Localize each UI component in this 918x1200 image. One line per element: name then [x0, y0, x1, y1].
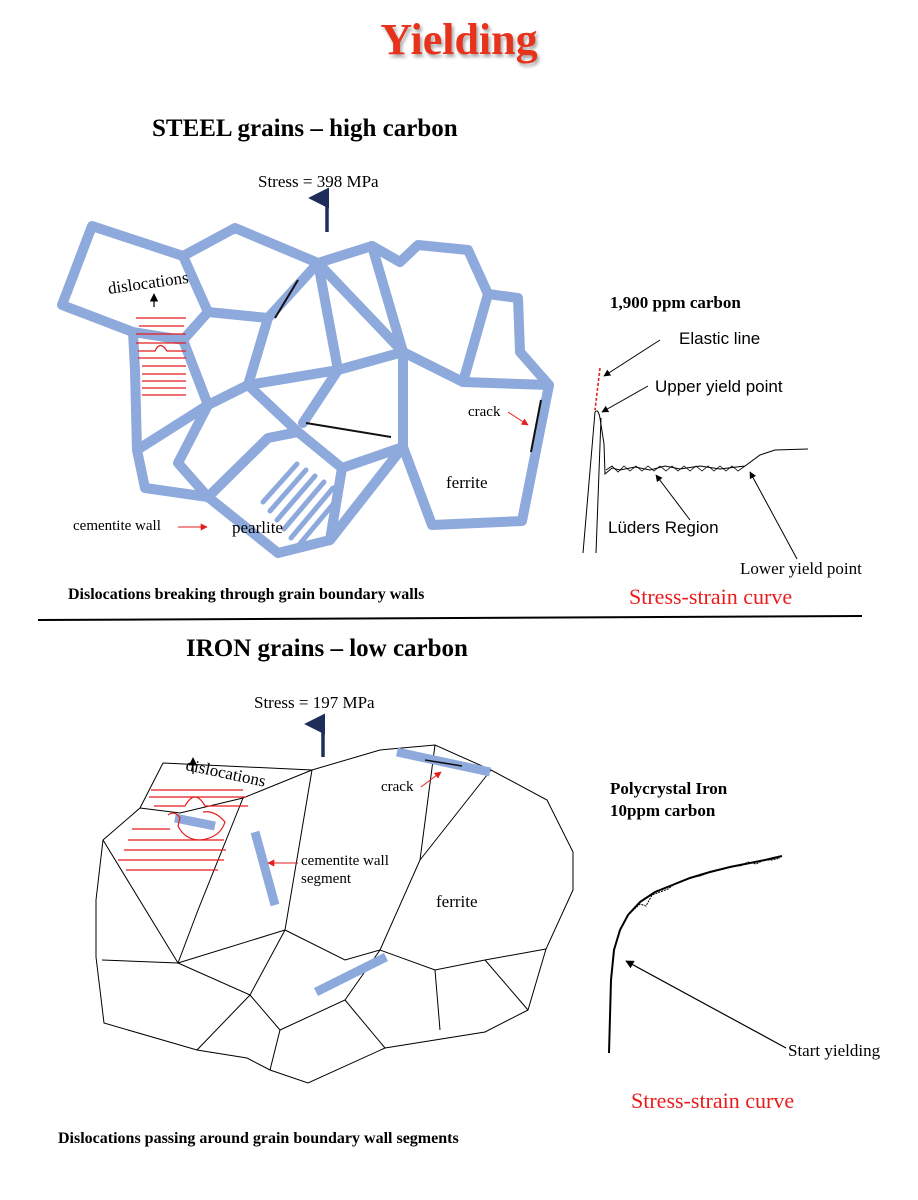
steel-grain-boundary — [367, 241, 408, 357]
luders-label: Lüders Region — [608, 518, 719, 537]
steel-stress-strain-curve — [582, 367, 809, 554]
luders-arrow — [655, 474, 691, 521]
pearlite-lamellae — [260, 461, 343, 549]
elastic-line-label: Elastic line — [679, 329, 761, 348]
steel-grain-boundary — [298, 258, 343, 428]
iron-stress-strain-curve — [608, 855, 783, 1054]
iron-curve-title-2: 10ppm carbon — [610, 801, 716, 820]
steel-grain-boundary — [132, 400, 213, 455]
iron-cementite-label-2: segment — [301, 871, 351, 887]
iron-dislocations — [118, 789, 248, 871]
iron-caption: Dislocations passing around grain bounda… — [58, 1130, 459, 1147]
lower-yield-arrow — [749, 471, 798, 560]
steel-grain-boundary — [333, 347, 408, 375]
steel-grain-boundary — [458, 289, 493, 387]
pearlite-label: pearlite — [232, 518, 283, 537]
start-yielding-arrow — [625, 960, 787, 1049]
steel-grain-boundary — [173, 400, 213, 502]
steel-grain-boundary — [178, 313, 273, 410]
iron-crack-label: crack — [381, 779, 414, 795]
steel-grain-boundary — [203, 427, 303, 502]
steel-grain-boundary — [203, 307, 273, 323]
iron-curve-title-1: Polycrystal Iron — [610, 779, 728, 798]
lower-yield-label: Lower yield point — [740, 559, 862, 578]
iron-cementite-segments — [174, 747, 491, 997]
steel-grain-boundary — [367, 241, 405, 267]
steel-grain-boundary — [243, 365, 343, 390]
steel-curve-title: 1,900 ppm carbon — [610, 293, 741, 312]
steel-grain-boundary — [243, 380, 408, 473]
iron-crack-arrow — [420, 771, 442, 788]
iron-heading: IRON grains – low carbon — [186, 635, 468, 662]
steel-outer-boundary — [57, 221, 554, 558]
iron-crack — [424, 759, 463, 767]
cementite-wall-label: cementite wall — [73, 518, 161, 534]
upper-yield-arrow — [601, 385, 649, 413]
page-title: Yielding — [380, 15, 538, 64]
steel-caption: Dislocations breaking through grain boun… — [68, 586, 425, 603]
steel-crack-arrow — [507, 411, 529, 426]
steel-grain-boundary — [263, 258, 323, 323]
iron-stress-label: Stress = 197 MPa — [254, 693, 375, 712]
elastic-line-arrow — [603, 339, 661, 377]
section-divider — [37, 615, 863, 621]
steel-curve-caption: Stress-strain curve — [629, 584, 793, 609]
steel-ferrite-label: ferrite — [446, 473, 488, 492]
iron-grain-network — [95, 744, 574, 1084]
steel-crack-label: crack — [468, 404, 501, 420]
steel-elastic-extension — [594, 367, 601, 411]
steel-cracks — [274, 279, 542, 453]
steel-heading: STEEL grains – high carbon — [152, 115, 458, 142]
steel-stress-label: Stress = 398 MPa — [258, 172, 379, 191]
steel-grain-boundary — [128, 327, 188, 345]
iron-curve-caption: Stress-strain curve — [631, 1088, 795, 1113]
steel-grain-network — [57, 221, 554, 558]
iron-cementite-label-1: cementite wall — [301, 853, 389, 869]
upper-yield-label: Upper yield point — [655, 377, 783, 396]
steel-dislocations — [136, 317, 186, 396]
iron-ferrite-label: ferrite — [436, 892, 478, 911]
start-yielding-label: Start yielding — [788, 1041, 881, 1060]
steel-grain-boundary — [313, 258, 408, 357]
